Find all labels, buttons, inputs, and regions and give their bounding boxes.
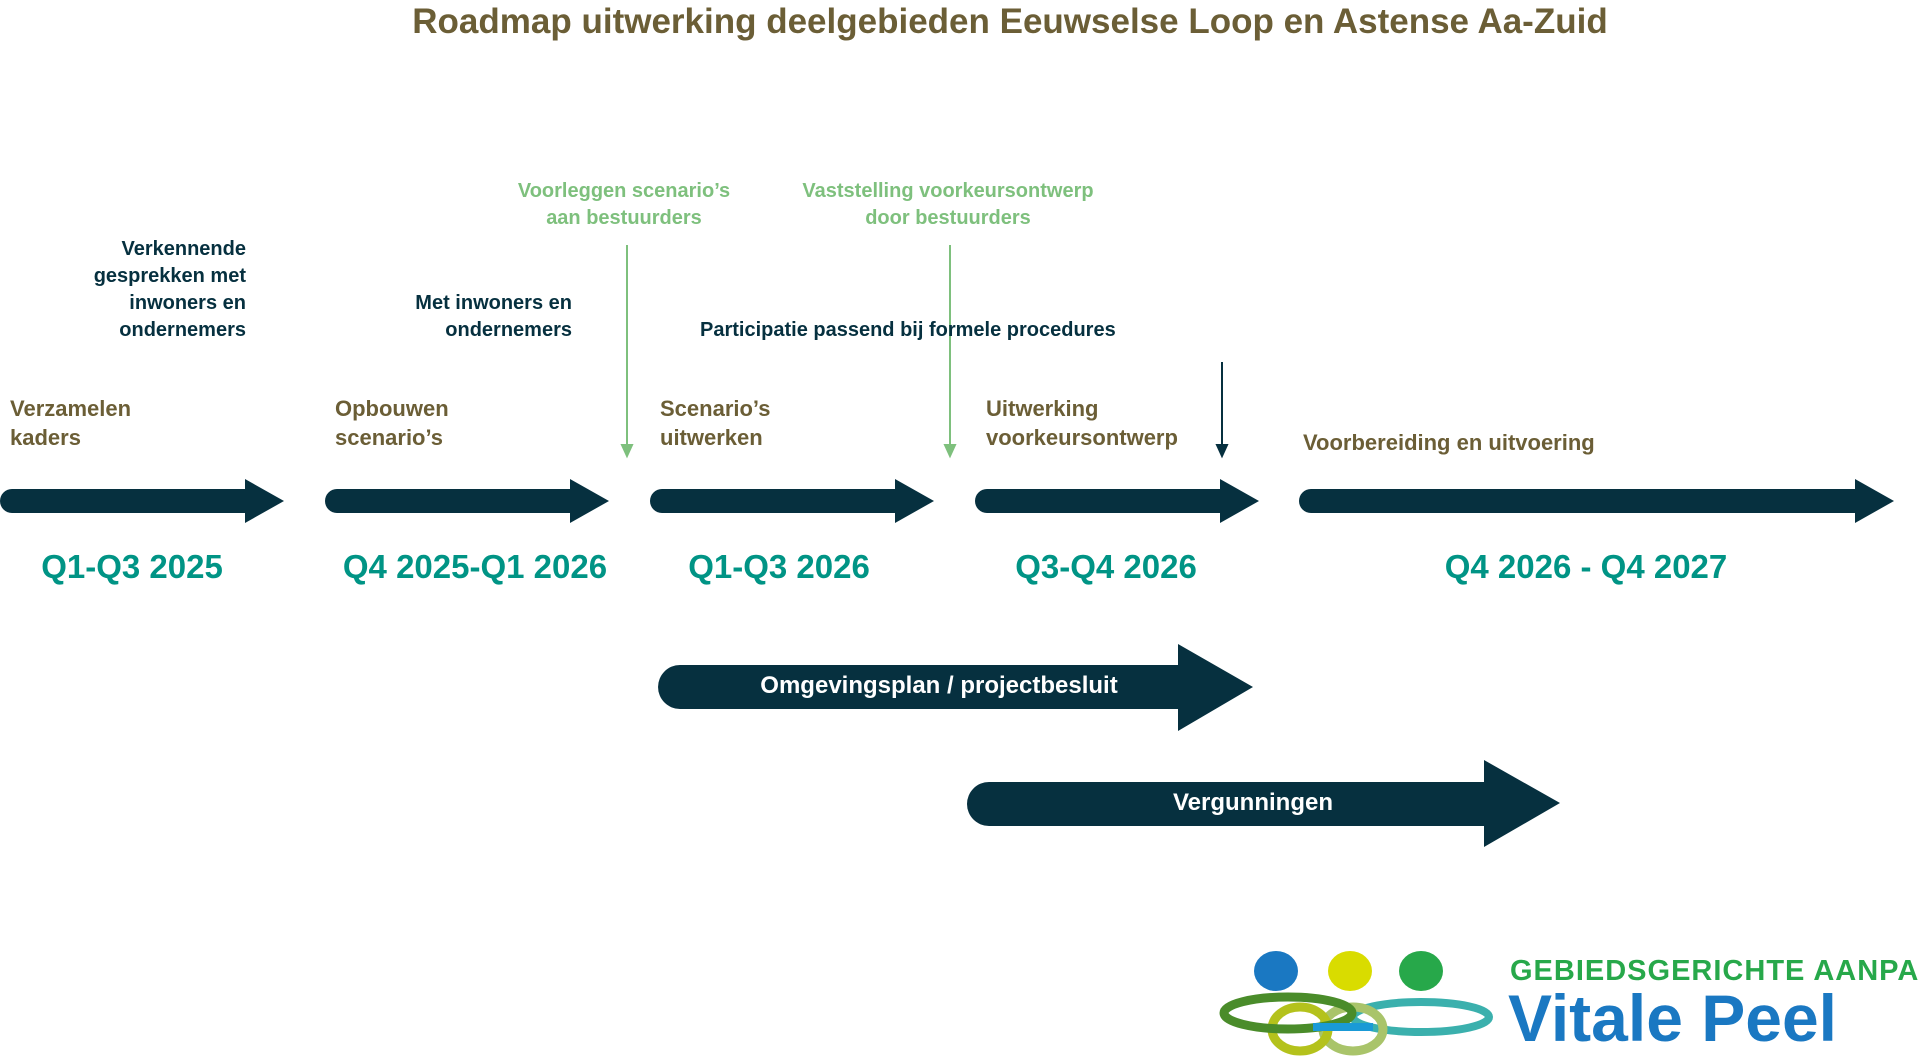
phase-arrow-2 <box>325 479 609 523</box>
logo-figures-icon <box>1219 951 1493 1056</box>
period-label-3: Q1-Q3 2026 <box>688 548 870 585</box>
phase-arrow-1 <box>0 479 284 523</box>
period-label-4: Q3-Q4 2026 <box>1015 548 1197 585</box>
vitale-peel-logo: GEBIEDSGERICHTE AANPAK Vitale Peel <box>1218 945 1920 1056</box>
period-label-2: Q4 2025-Q1 2026 <box>342 548 608 585</box>
logo-name: Vitale Peel <box>1508 981 1838 1055</box>
period-label-5: Q4 2026 - Q4 2027 <box>1444 548 1728 585</box>
period-label-1: Q1-Q3 2025 <box>41 548 223 585</box>
omgevingsplan-label: Omgevingsplan / projectbesluit <box>760 672 1118 699</box>
page-title: Roadmap uitwerking deelgebieden Eeuwsels… <box>412 2 1608 41</box>
note-participatie: Participatie passend bij formele procedu… <box>700 319 1116 341</box>
vergunningen-label: Vergunningen <box>1172 789 1333 816</box>
omgevingsplan-arrow <box>658 644 1253 731</box>
phase-label-5: Voorbereiding en uitvoering <box>1303 430 1595 455</box>
phase-arrow-5 <box>1299 479 1894 523</box>
logo-tagline: GEBIEDSGERICHTE AANPAK <box>1510 955 1920 987</box>
phase-arrow-3 <box>650 479 934 523</box>
vergunningen-arrow <box>967 760 1560 847</box>
phase-arrow-4 <box>975 479 1259 523</box>
